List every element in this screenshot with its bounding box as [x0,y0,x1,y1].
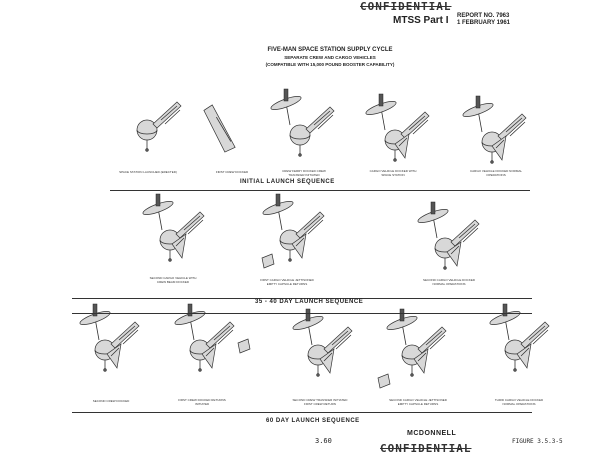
section-divider-1 [110,190,530,191]
row3-figures [78,303,550,389]
report-info: REPORT NO. 7963 1 FEBRUARY 1961 [457,13,510,27]
row2-figures [141,193,480,270]
company-logo-text: MCDONNELL [407,430,457,437]
section-label-35-40-day: 35 - 40 DAY LAUNCH SEQUENCE [255,299,364,305]
document-series-title: MTSS Part I [393,15,449,26]
caption-row3-2: FIRST CREW DOCKED RETURNS INITIATED [178,398,226,406]
report-number: REPORT NO. 7963 [457,13,510,19]
caption-row3-3: SECOND CREW TRANSFER INITIATED FIRST CRE… [292,398,348,406]
classification-stamp-top: CONFIDENTIAL [360,0,452,13]
section-divider-4 [72,412,532,413]
caption-row1-5: CARGO VEHICLE DOCKED NORMAL OPERATIONS [469,169,522,177]
caption-row2-3: SECOND CARGO VEHICLE DOCKED NORMAL OPERA… [422,278,475,286]
caption-row1-1: SPACE STATION LAUNCHED (ERECTED) [119,170,177,174]
figure-number: FIGURE 3.5.3-5 [512,438,563,445]
caption-row3-4: SECOND CARGO VEHICLE JETTISONED EMPTY CA… [389,398,447,406]
section-divider-2 [72,298,532,299]
classification-stamp-bottom: CONFIDENTIAL [380,442,472,455]
section-label-60-day: 60 DAY LAUNCH SEQUENCE [266,418,360,424]
page-number: 3.60 [315,437,332,445]
row1-figures [136,88,527,164]
caption-row2-2: FIRST CARGO VEHICLE JETTISONED EMPTY CAP… [260,278,314,286]
caption-row3-5: THIRD CARGO VEHICLE DOCKED NORMAL OPERAT… [494,398,544,406]
section-label-initial: INITIAL LAUNCH SEQUENCE [240,179,335,185]
caption-row2-1: SECOND CARGO VEHICLE WITH CREW BEAM DOCK… [149,276,197,284]
figure-title-block: FIVE-MAN SPACE STATION SUPPLY CYCLE SEPA… [230,47,430,68]
caption-row3-1: SECOND CREW DOCKED [92,399,130,403]
report-date: 1 FEBRUARY 1961 [457,20,511,26]
caption-row1-2: FIRST CREW DOCKED [215,170,249,174]
figure-subtitle: SEPARATE CREW AND CARGO VEHICLES [284,55,376,60]
caption-row1-3: CREW FERRY DOCKED CREW TRANSFER INITIATE… [282,169,326,177]
figure-subtitle-note: (COMPATIBLE WITH 15,000 POUND BOOSTER CA… [265,62,395,67]
section-divider-3 [72,313,532,314]
caption-row1-4: CARGO VEHICLE DOCKED WITH SPACE STATION [369,169,417,177]
figure-title: FIVE-MAN SPACE STATION SUPPLY CYCLE [267,47,393,53]
